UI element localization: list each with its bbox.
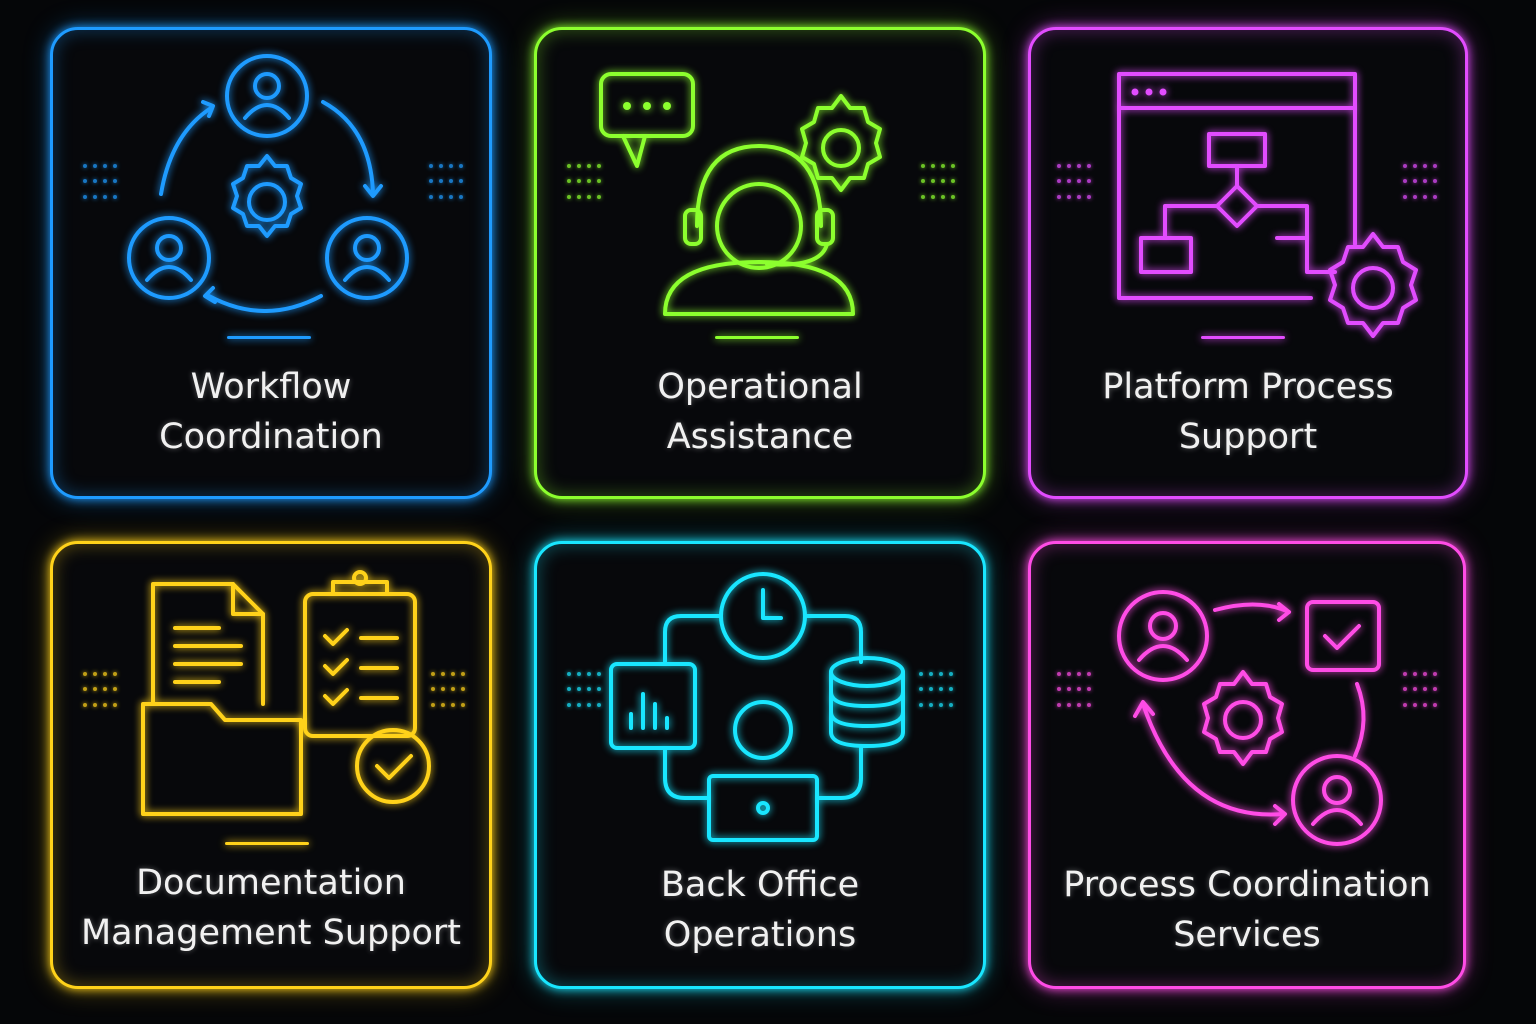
decorative-dots-right (1403, 672, 1443, 718)
decorative-dots-right (919, 672, 959, 718)
card-title-line1: Operational (657, 367, 863, 407)
decorative-dots-right (429, 164, 469, 210)
card-operational-assistance[interactable]: Operational Assistance (534, 27, 986, 499)
card-divider (225, 842, 309, 845)
card-title-line2: Services (1173, 915, 1321, 955)
decorative-dots-left (83, 672, 123, 718)
documents-checklist-icon (141, 570, 431, 816)
card-title: Platform Process Support (1031, 362, 1465, 462)
card-title-line1: Back Office (660, 865, 860, 905)
card-platform-process-support[interactable]: Platform Process Support (1028, 27, 1468, 499)
decorative-dots-left (1057, 672, 1097, 718)
decorative-dots-left (567, 672, 607, 718)
card-title-line2: Operations (663, 915, 857, 955)
card-divider (715, 336, 799, 339)
card-title-line2: Management Support (80, 913, 462, 953)
platform-flowchart-icon (1117, 72, 1418, 338)
card-title-line1: Workflow (190, 367, 352, 407)
decorative-dots-left (567, 164, 607, 210)
decorative-dots-right (921, 164, 961, 210)
card-title-line1: Process Coordination (1063, 865, 1431, 905)
process-coordination-icon (1117, 590, 1383, 846)
card-divider (1201, 336, 1285, 339)
card-title-line2: Assistance (666, 417, 854, 457)
card-back-office-operations[interactable]: Back Office Operations (534, 541, 986, 989)
card-title: Documentation Management Support (53, 858, 489, 958)
card-title: Process Coordination Services (1031, 860, 1463, 960)
back-office-hub-icon (609, 572, 905, 842)
decorative-dots-left (83, 164, 123, 210)
card-divider (227, 336, 311, 339)
decorative-dots-right (431, 672, 471, 718)
support-agent-icon (599, 72, 882, 316)
card-documentation-management-support[interactable]: Documentation Management Support (50, 541, 492, 989)
decorative-dots-left (1057, 164, 1097, 210)
card-title-line2: Coordination (159, 417, 383, 457)
card-title: Back Office Operations (537, 860, 983, 960)
card-title: Workflow Coordination (53, 362, 489, 462)
card-process-coordination-services[interactable]: Process Coordination Services (1028, 541, 1466, 989)
card-title-line2: Support (1178, 417, 1318, 457)
card-title-line1: Documentation (136, 863, 406, 903)
card-title-line1: Platform Process (1102, 367, 1394, 407)
workflow-cycle-icon (127, 54, 409, 313)
card-workflow-coordination[interactable]: Workflow Coordination (50, 27, 492, 499)
decorative-dots-right (1403, 164, 1443, 210)
card-title: Operational Assistance (537, 362, 983, 462)
